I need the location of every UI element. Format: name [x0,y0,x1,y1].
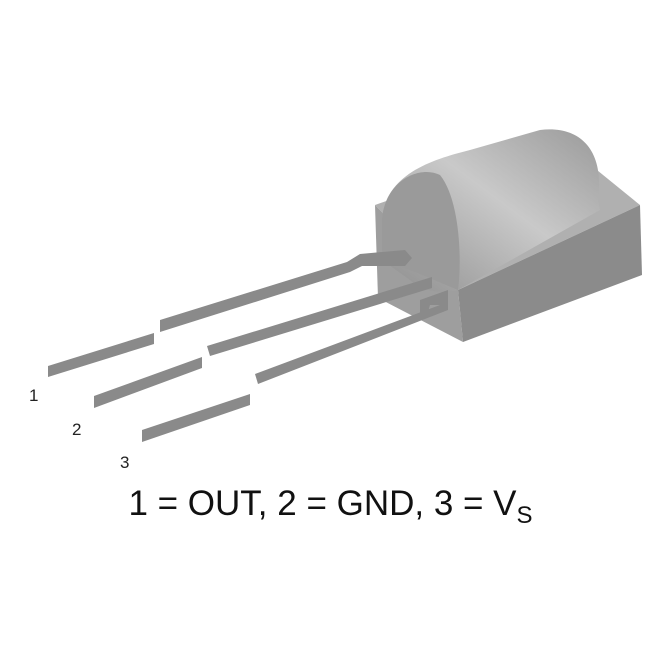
lead-2-front [94,357,202,408]
lead-3-rear [255,290,448,384]
lead-3-front [142,394,250,442]
leads [48,250,448,442]
pin-2-label: 2 [72,420,82,439]
lead-2-rear [207,277,432,356]
pin-3-label: 3 [120,453,130,472]
lead-1-rear [160,250,412,332]
body-front-face [458,205,642,342]
pinout-caption-subscript: S [516,502,533,529]
pin-1-label: 1 [29,386,39,405]
pinout-caption: 1 = OUT, 2 = GND, 3 = VS [0,484,661,530]
component-body [375,129,642,342]
lead-1-front [48,333,154,377]
pinout-caption-text: 1 = OUT, 2 = GND, 3 = V [128,484,517,523]
